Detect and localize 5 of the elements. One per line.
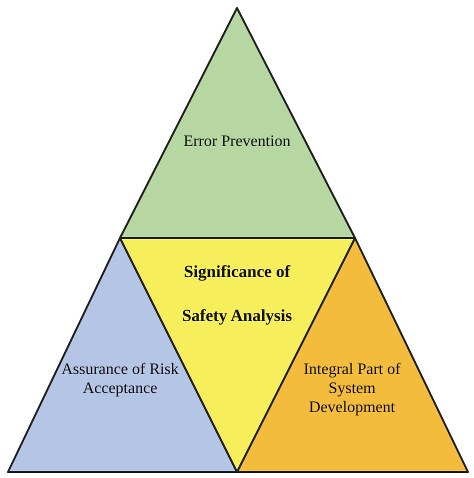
panel-label: Error Prevention bbox=[182, 132, 292, 151]
panel-label: Safety Analysis bbox=[180, 306, 294, 326]
panel-label: Significance of bbox=[182, 262, 292, 282]
panel-label: Assurance of Risk Acceptance bbox=[60, 360, 180, 398]
panel-label: Integral Part of System Development bbox=[302, 360, 402, 417]
